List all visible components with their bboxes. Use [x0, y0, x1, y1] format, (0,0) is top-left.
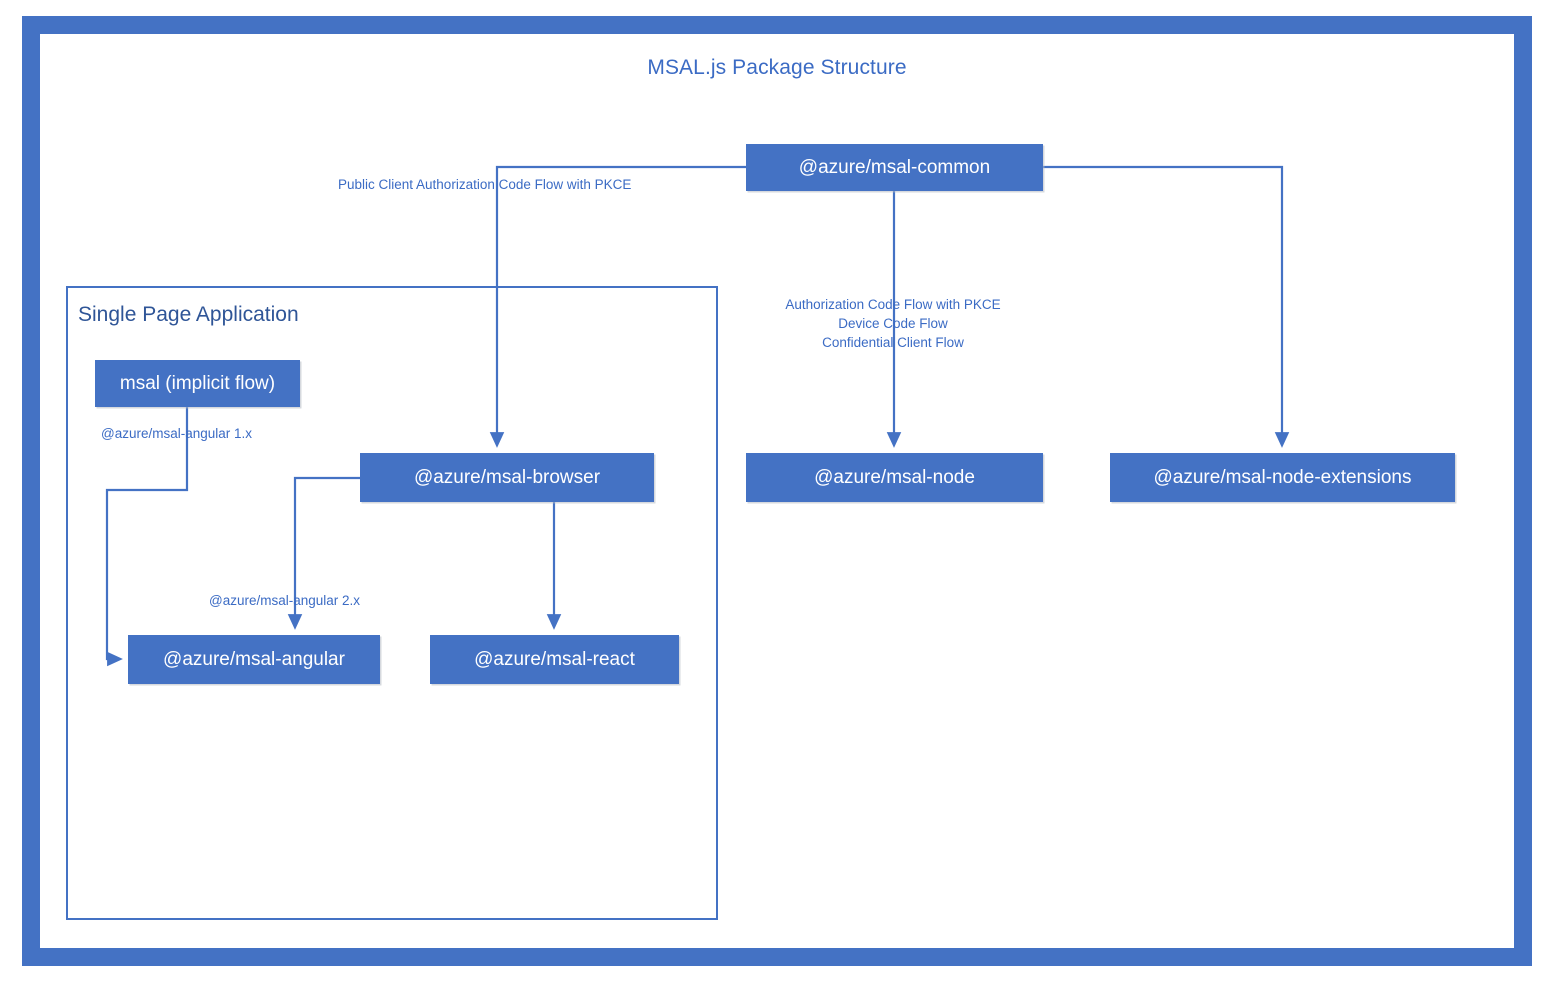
edge-label-node-flow-line-1: Authorization Code Flow with PKCE [785, 297, 1001, 312]
node-msal-node[interactable]: @azure/msal-node [746, 453, 1043, 502]
node-msal-node-extensions[interactable]: @azure/msal-node-extensions [1110, 453, 1455, 502]
node-msal-angular[interactable]: @azure/msal-angular [128, 635, 380, 684]
node-msal-browser[interactable]: @azure/msal-browser [360, 453, 654, 502]
node-msal-common[interactable]: @azure/msal-common [746, 144, 1043, 191]
edge-label-node-flows: Authorization Code Flow with PKCE Device… [775, 295, 1011, 352]
node-msal-react[interactable]: @azure/msal-react [430, 635, 679, 684]
node-msal-implicit-flow[interactable]: msal (implicit flow) [95, 360, 300, 407]
group-label-single-page-application: Single Page Application [78, 303, 299, 326]
group-single-page-application [66, 286, 718, 920]
edge-label-node-flow-line-3: Confidential Client Flow [822, 335, 964, 351]
edge-label-node-flow-line-2: Device Code Flow [838, 316, 948, 332]
edge-label-msal-angular-2x: @azure/msal-angular 2.x [209, 593, 361, 608]
edge-label-msal-angular-1x: @azure/msal-angular 1.x [101, 426, 253, 441]
edge-label-public-client-pkce: Public Client Authorization Code Flow wi… [338, 177, 632, 192]
page-title: MSAL.js Package Structure [647, 56, 907, 79]
